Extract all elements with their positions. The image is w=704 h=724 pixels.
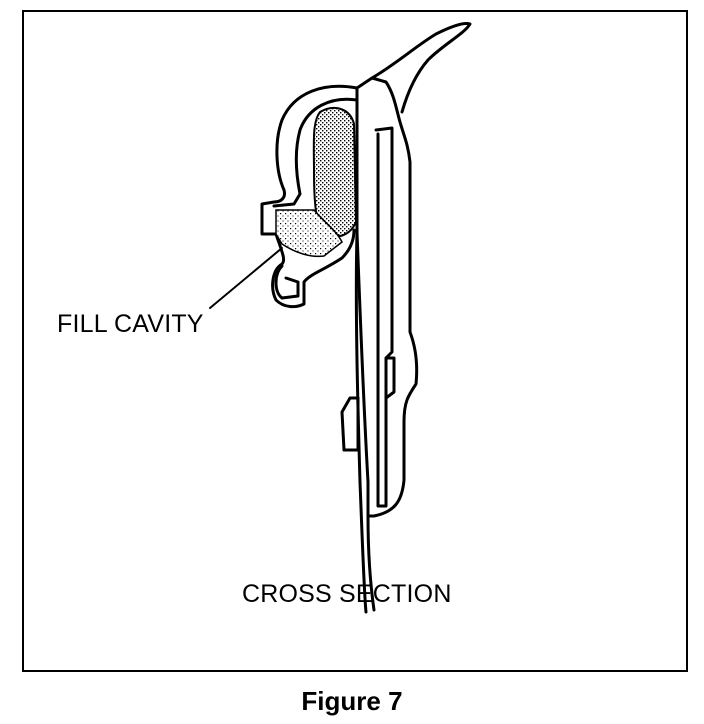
lower-lip-inner [366, 514, 376, 612]
figure-caption: Figure 7 [301, 686, 403, 716]
inner-housing [272, 97, 359, 208]
channel-step [384, 356, 396, 400]
fill-cavity-label: FILL CAVITY [57, 310, 204, 338]
clip-tab [340, 396, 360, 452]
cross-section-drawing [209, 22, 472, 614]
top-fin [370, 22, 472, 114]
fill-cavity-lower [275, 209, 343, 258]
latch-foot [274, 264, 300, 300]
figure-frame: FILL CAVITY CROSS SECTION [22, 10, 688, 672]
cross-section-label: CROSS SECTION [242, 580, 452, 608]
main-panel-outline [355, 76, 419, 518]
inner-channel [374, 126, 394, 508]
lower-lip [354, 230, 368, 614]
outer-housing [260, 84, 359, 309]
fill-cavity-leader [209, 247, 283, 309]
